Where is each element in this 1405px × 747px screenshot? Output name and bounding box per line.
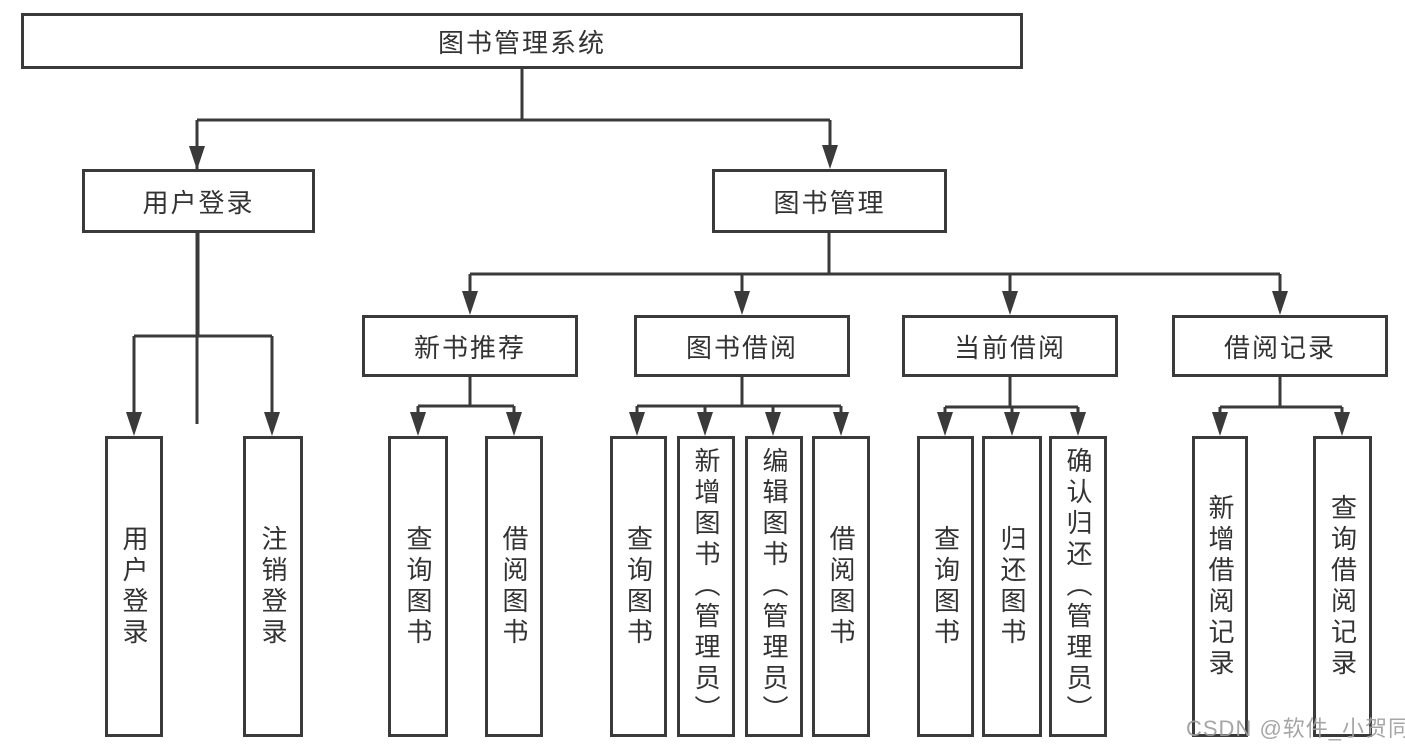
node-book-borrowing: 图书借阅 <box>634 315 850 377</box>
arrow-down-icon <box>629 412 645 436</box>
leaf-label: 查询图书 <box>623 524 654 649</box>
node-user-login: 用户登录 <box>82 169 315 233</box>
arrow-down-icon <box>765 412 781 436</box>
edge-newbook-children <box>416 377 516 426</box>
leaf-label: 归还图书 <box>997 524 1027 649</box>
edge-borrow-children <box>635 377 843 426</box>
leaf-borrow-books: 借阅图书 <box>812 436 870 737</box>
edge-root-level2 <box>195 69 832 424</box>
leaf-query-books-current: 查询图书 <box>917 436 974 737</box>
arrow-down-icon <box>1212 412 1228 436</box>
leaf-label: 查询图书 <box>403 524 433 649</box>
arrow-down-icon <box>126 412 142 436</box>
leaf-label: 借阅图书 <box>826 524 856 649</box>
leaf-logout: 注销登录 <box>243 436 303 737</box>
leaf-confirm-return-admin: 确认归还（管理员） <box>1049 436 1107 737</box>
csdn-watermark: CSDN @软件_小贺同学 <box>1186 716 1405 741</box>
leaf-query-books-borrow: 查询图书 <box>610 436 667 737</box>
leaf-label: 借阅图书 <box>499 524 529 649</box>
edge-record-children <box>1218 377 1344 426</box>
leaf-label: 新增借阅记录 <box>1205 493 1235 680</box>
node-borrowing-records: 借阅记录 <box>1172 315 1388 377</box>
leaf-label: 查询借阅记录 <box>1327 493 1358 680</box>
leaf-add-books-admin: 新增图书（管理员） <box>677 436 735 737</box>
node-library-management-system: 图书管理系统 <box>21 13 1023 69</box>
arrow-down-icon <box>506 412 522 436</box>
arrow-down-icon <box>462 291 478 315</box>
node-book-management: 图书管理 <box>712 169 947 233</box>
arrow-down-icon <box>1070 412 1086 436</box>
leaf-label: 注销登录 <box>258 524 288 649</box>
arrow-down-icon <box>697 412 713 436</box>
node-new-book-recommend: 新书推荐 <box>362 315 578 377</box>
tree-edges <box>132 69 1344 426</box>
leaf-add-borrow-record: 新增借阅记录 <box>1192 436 1248 737</box>
arrow-down-icon <box>1334 412 1350 436</box>
arrow-down-icon <box>937 412 953 436</box>
arrow-down-icon <box>1004 412 1020 436</box>
leaf-label: 新增图书（管理员） <box>691 447 721 726</box>
leaf-borrow-books-recommend: 借阅图书 <box>485 436 543 737</box>
leaf-label: 确认归还（管理员） <box>1063 447 1093 726</box>
leaf-query-books-recommend: 查询图书 <box>388 436 448 737</box>
leaf-label: 查询图书 <box>930 524 961 649</box>
edge-userlogin-children <box>132 233 274 426</box>
leaf-user-login: 用户登录 <box>105 436 163 737</box>
leaf-return-books: 归还图书 <box>982 436 1042 737</box>
edge-bookmgmt-children <box>468 233 1282 306</box>
leaf-label: 编辑图书（管理员） <box>759 447 789 726</box>
node-current-borrowing: 当前借阅 <box>902 315 1118 377</box>
arrow-down-icon <box>734 291 750 315</box>
arrow-down-icon <box>822 145 838 169</box>
arrow-down-icon <box>264 412 280 436</box>
leaf-edit-books-admin: 编辑图书（管理员） <box>745 436 803 737</box>
arrow-down-icon <box>1272 291 1288 315</box>
arrow-down-icon <box>189 146 205 170</box>
arrowheads <box>126 145 1350 436</box>
leaf-query-borrow-record: 查询借阅记录 <box>1313 436 1372 737</box>
arrow-down-icon <box>410 412 426 436</box>
arrow-down-icon <box>833 412 849 436</box>
arrow-down-icon <box>1002 291 1018 315</box>
leaf-label: 用户登录 <box>119 524 149 649</box>
